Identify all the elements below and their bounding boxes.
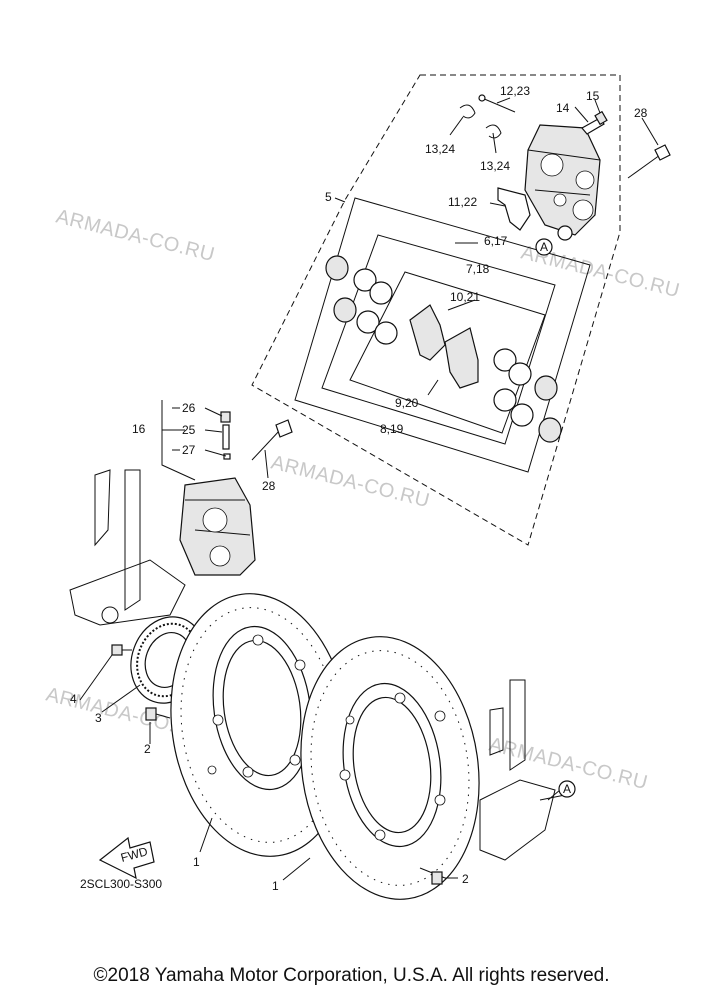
callout-1-left: 1	[193, 855, 200, 869]
pistons-and-seals	[325, 255, 562, 443]
callout-13-24-a: 13,24	[425, 142, 455, 156]
pad-spring	[497, 187, 531, 231]
callout-a-top: A	[540, 240, 548, 254]
callout-2-right: 2	[462, 872, 469, 886]
callout-8-19: 8,19	[380, 422, 404, 436]
callout-26: 26	[182, 401, 196, 415]
caliper-upper	[524, 124, 601, 241]
callout-25: 25	[182, 423, 196, 437]
leader-lines	[79, 97, 659, 881]
fwd-label: FWD	[119, 844, 149, 865]
bolt-2-left	[145, 707, 171, 721]
left-fork	[69, 469, 186, 626]
watermark-3: ARMADA-CO.RU	[269, 452, 432, 513]
right-fork	[479, 679, 566, 861]
brake-disc-right	[300, 636, 480, 900]
watermark-1: ARMADA-CO.RU	[54, 206, 217, 267]
diagram-code: 2SCL300-S300	[80, 877, 162, 891]
callout-28-mid: 28	[262, 479, 276, 493]
callout-labels: 12,23 14 15 28 13,24 13,24 5 11,22 6,17 …	[70, 84, 648, 893]
callout-11-22: 11,22	[448, 195, 477, 209]
assembly-5-dashed-outline	[251, 74, 621, 546]
callout-2-left: 2	[144, 742, 151, 756]
callout-28-top: 28	[634, 106, 648, 120]
brake-pads	[409, 304, 479, 389]
copyright-notice: ©2018 Yamaha Motor Corporation, U.S.A. A…	[93, 965, 610, 986]
callout-10-21: 10,21	[450, 290, 480, 304]
callout-15: 15	[586, 89, 600, 103]
ref-a-circle-right	[558, 780, 576, 798]
fwd-arrow: FWD	[98, 836, 155, 880]
bolt-28-top	[627, 144, 671, 179]
bolt-2-right	[419, 867, 446, 885]
callout-4: 4	[70, 692, 77, 706]
callout-5: 5	[325, 190, 332, 204]
callout-14: 14	[556, 101, 570, 115]
seal-kit-outlines	[294, 197, 591, 473]
caliper-mounted	[179, 477, 256, 576]
callout-a-right: A	[563, 782, 571, 796]
callout-16: 16	[132, 422, 146, 436]
ref-a-circle-top	[535, 238, 553, 256]
callout-6-17: 6,17	[484, 234, 508, 248]
pad-pin	[478, 94, 516, 113]
screw-4	[111, 644, 132, 656]
bleed-parts-mid	[220, 411, 231, 460]
bleed-screw	[581, 110, 608, 135]
callout-3: 3	[95, 711, 102, 725]
callout-27: 27	[182, 443, 196, 457]
callout-12-23: 12,23	[500, 84, 530, 98]
callout-9-20: 9,20	[395, 396, 419, 410]
callout-13-24-b: 13,24	[480, 159, 510, 173]
clips	[459, 104, 502, 139]
callout-7-18: 7,18	[466, 262, 490, 276]
bolt-28-mid	[251, 419, 293, 461]
callout-1-right: 1	[272, 879, 279, 893]
